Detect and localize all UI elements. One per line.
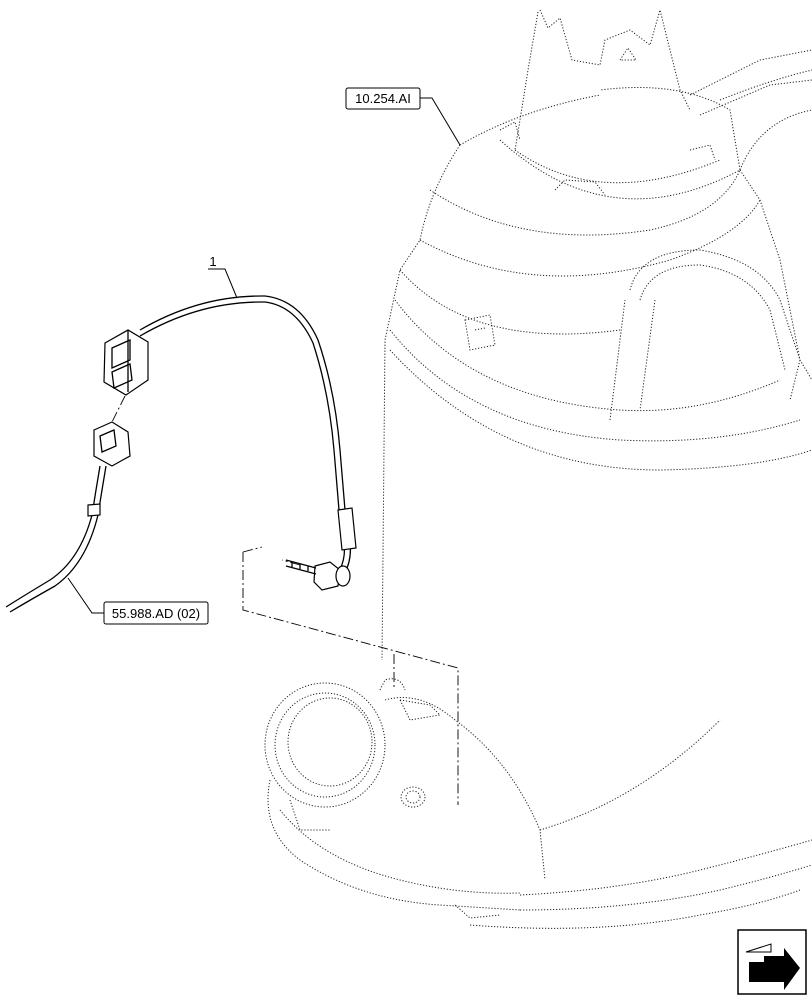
callout-item-1[interactable]: 1 (208, 254, 238, 299)
sensor-installation-outline (242, 546, 459, 805)
exhaust-housing-phantom (381, 8, 812, 661)
callout-ref-top[interactable]: 10.254.AI (345, 87, 461, 146)
temperature-sensor-harness (5, 295, 357, 613)
leader-line (208, 268, 238, 299)
callout-ref-bottom[interactable]: 55.988.AD (02) (67, 577, 209, 625)
next-page-arrow-icon[interactable] (737, 929, 807, 995)
inlet-pipe-phantom (264, 678, 812, 929)
item-number-label: 1 (209, 254, 216, 269)
callout-ref-bottom-label: 55.988.AD (02) (112, 606, 200, 621)
leader-line (420, 97, 461, 146)
callout-ref-top-label: 10.254.AI (355, 91, 411, 106)
leader-line (67, 577, 104, 614)
